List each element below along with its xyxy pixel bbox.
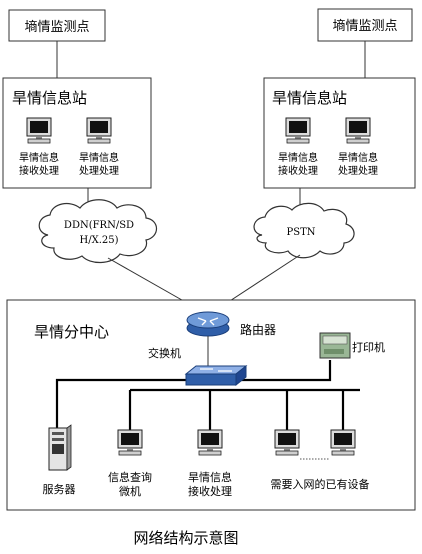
- pstn-cloud: PSTN: [253, 202, 355, 259]
- center-title: 旱情分中心: [34, 323, 109, 341]
- existing-devices-label: 需要入网的已有设备: [271, 477, 370, 491]
- computer-icon: [345, 117, 371, 144]
- ddn-cloud-label-line1: DDN(FRN/SD: [64, 220, 134, 231]
- left-pc2-label-line2: 处理处理: [79, 165, 119, 177]
- right-pc2-label-line2: 处理处理: [338, 165, 378, 177]
- pstn-cloud-shape: [253, 202, 355, 259]
- right-pc1-label-line2: 接收处理: [278, 164, 318, 177]
- right-monitor-point: 墒情监测点: [317, 8, 413, 42]
- ddn-cloud-shape: [38, 199, 158, 264]
- computer-icon: [117, 429, 143, 456]
- right-monitor-box: [317, 8, 413, 42]
- right-pc2-label-line1: 旱情信息: [338, 151, 378, 164]
- ddn-cloud-label-line2: H/X.25): [79, 235, 118, 246]
- router: 路由器: [186, 311, 276, 337]
- computer-icon: [274, 429, 300, 456]
- left-pc1-label-line2: 接收处理: [19, 164, 59, 177]
- switch-label: 交换机: [148, 346, 181, 360]
- left-monitor-box: [8, 9, 106, 42]
- right-pc1-label-line1: 旱情信息: [278, 151, 318, 164]
- left-pc1-label-line1: 旱情信息: [19, 151, 59, 164]
- printer: 打印机: [319, 332, 385, 359]
- receive-label-line2: 接收处理: [188, 484, 232, 498]
- computer-icon: [197, 429, 223, 456]
- router-label: 路由器: [240, 322, 276, 337]
- query-label-line1: 信息查询: [108, 470, 152, 484]
- server-label: 服务器: [43, 483, 76, 496]
- right-monitor-label: 墒情监测点: [332, 18, 397, 34]
- query-label-line2: 微机: [119, 484, 141, 498]
- ddn-cloud: DDN(FRN/SD H/X.25): [38, 199, 158, 264]
- receive-label-line1: 旱情信息: [188, 470, 232, 484]
- left-monitor-label: 墒情监测点: [24, 19, 89, 35]
- left-station: 旱情信息站 旱情信息 接收处理 旱情信息 处理处理: [2, 77, 152, 189]
- computer-icon: [285, 117, 311, 144]
- printer-label: 打印机: [352, 340, 385, 354]
- left-pc2-label-line1: 旱情信息: [79, 151, 119, 164]
- left-station-title: 旱情信息站: [12, 89, 87, 107]
- switch: [184, 364, 248, 387]
- server: 服务器: [43, 424, 76, 496]
- computer-icon: [26, 117, 52, 144]
- computer-icon: [330, 429, 356, 456]
- diagram-caption: 网络结构示意图: [133, 529, 238, 547]
- right-station-title: 旱情信息站: [272, 89, 347, 107]
- computer-icon: [86, 117, 112, 144]
- right-station: 旱情信息站 旱情信息 接收处理 旱情信息 处理处理: [263, 77, 416, 189]
- pstn-cloud-label: PSTN: [287, 227, 316, 238]
- left-monitor-point: 墒情监测点: [8, 9, 106, 42]
